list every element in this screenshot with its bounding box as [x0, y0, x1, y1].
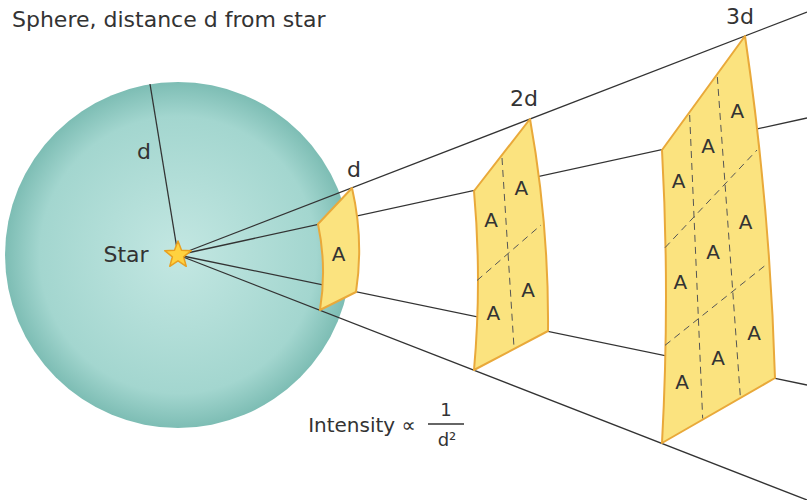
area-label: A	[706, 241, 720, 263]
area-patch: 2dAAAA	[470, 115, 562, 374]
area-label: A	[487, 302, 501, 324]
star-symbol	[165, 241, 192, 266]
radius-line	[150, 84, 178, 255]
sphere-caption: Sphere, distance d from star	[12, 8, 325, 32]
area-patch: dA	[314, 184, 370, 314]
distance-label: d	[347, 158, 361, 182]
area-label: A	[730, 100, 744, 122]
area-label: A	[747, 322, 761, 344]
area-label: A	[515, 177, 529, 199]
star-label: Star	[103, 243, 148, 267]
intensity-label: Intensity ∝	[308, 414, 416, 436]
area-label: A	[484, 209, 498, 231]
distance-label: 2d	[510, 87, 538, 111]
patch-shape	[470, 115, 562, 374]
fraction-bar	[428, 423, 464, 424]
area-label: A	[711, 347, 725, 369]
area-label: A	[739, 211, 753, 233]
distance-label: 3d	[726, 5, 754, 29]
fraction-denominator: d²	[438, 430, 457, 450]
area-patch: 3dAAAAAAAAA	[658, 32, 789, 447]
area-label: A	[332, 243, 346, 265]
area-label: A	[672, 170, 686, 192]
area-label: A	[701, 135, 715, 157]
area-label: A	[521, 279, 535, 301]
fraction-numerator: 1	[440, 400, 451, 420]
area-label: A	[673, 271, 687, 293]
area-label: A	[675, 371, 689, 393]
distance-label: d	[137, 140, 151, 164]
